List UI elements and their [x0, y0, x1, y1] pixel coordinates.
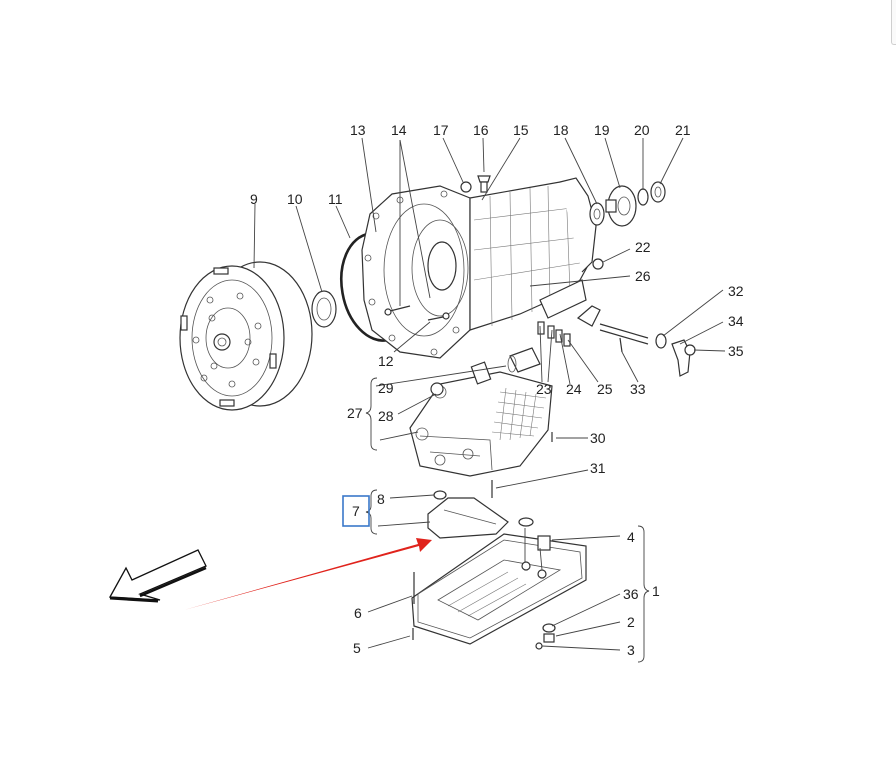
selected-callout-box [342, 495, 370, 527]
valve-part-28 [430, 382, 444, 396]
callout-3: 3 [627, 642, 635, 658]
callout-14: 14 [391, 122, 407, 138]
seal-ring-part [311, 290, 337, 328]
callout-20: 20 [634, 122, 650, 138]
callout-18: 18 [553, 122, 569, 138]
callout-27: 27 [347, 405, 363, 421]
callout-9: 9 [250, 191, 258, 207]
callout-23: 23 [536, 381, 552, 397]
plug-part-2 [543, 633, 555, 643]
washer-part-3 [535, 642, 543, 650]
small-parts [384, 175, 696, 377]
callout-2: 2 [627, 614, 635, 630]
callout-22: 22 [635, 239, 651, 255]
callout-6: 6 [354, 605, 362, 621]
callout-36: 36 [623, 586, 639, 602]
callout-12: 12 [378, 353, 394, 369]
group-brackets [365, 377, 650, 663]
callout-labels: 13 14 17 16 15 18 19 20 21 9 10 11 22 26… [250, 122, 744, 658]
red-arrow-icon [184, 538, 432, 610]
callout-8: 8 [377, 491, 385, 507]
callout-32: 32 [728, 283, 744, 299]
callout-7: 7 [352, 503, 360, 519]
callout-15: 15 [513, 122, 529, 138]
callout-11: 11 [328, 191, 343, 207]
callout-17: 17 [433, 122, 449, 138]
callout-30: 30 [590, 430, 606, 446]
callout-29: 29 [378, 380, 394, 396]
outline-arrow-icon [108, 549, 207, 603]
callout-33: 33 [630, 381, 646, 397]
callout-16: 16 [473, 122, 489, 138]
callout-5: 5 [353, 640, 361, 656]
callout-13: 13 [350, 122, 366, 138]
callout-34: 34 [728, 313, 744, 329]
callout-19: 19 [594, 122, 610, 138]
callout-4: 4 [627, 529, 635, 545]
callout-35: 35 [728, 343, 744, 359]
callout-10: 10 [287, 191, 303, 207]
valve-body-part [409, 361, 553, 477]
callout-31: 31 [590, 460, 606, 476]
torque-converter-part [179, 261, 313, 411]
leader-lines [253, 137, 726, 651]
window-edge-tab [891, 0, 896, 45]
oil-pan-part [411, 517, 587, 645]
callout-26: 26 [635, 268, 651, 284]
callout-25: 25 [597, 381, 613, 397]
selected-callout-7[interactable]: 7 [342, 495, 370, 527]
callout-1: 1 [652, 583, 660, 599]
callout-28: 28 [378, 408, 394, 424]
callout-24: 24 [566, 381, 582, 397]
callout-21: 21 [675, 122, 691, 138]
oil-filter-part [427, 490, 509, 539]
